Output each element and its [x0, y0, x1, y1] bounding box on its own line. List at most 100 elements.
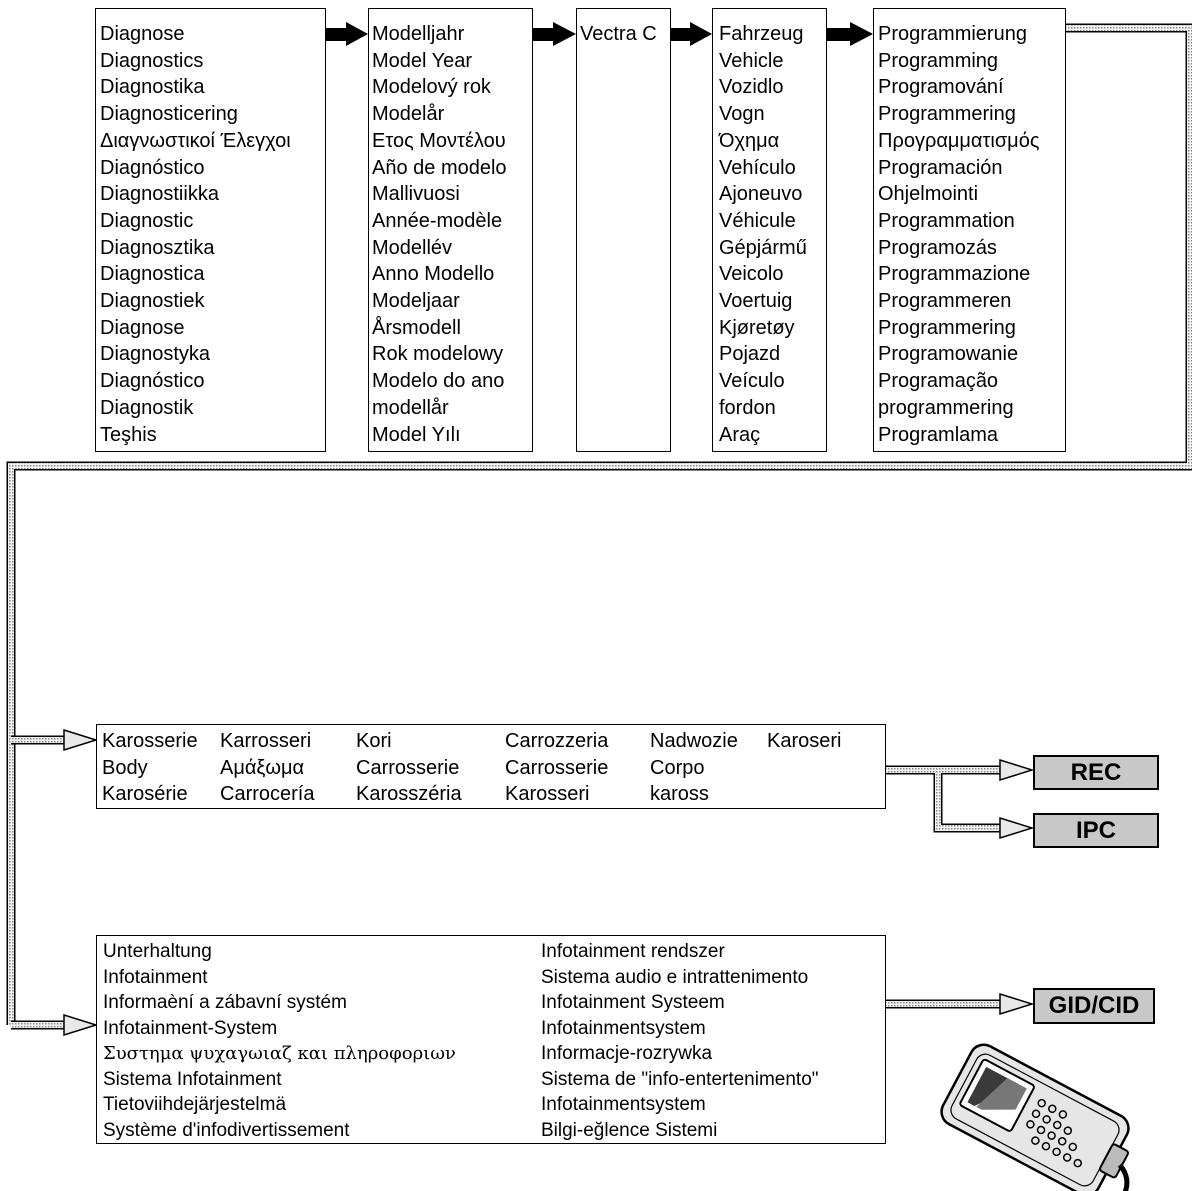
ipc-label: IPC: [1033, 813, 1159, 848]
list-item: Programmering: [878, 316, 1016, 339]
list-item: Infotainment: [103, 966, 208, 988]
list-item: Συστημα ψυχαγωιαζ και πληροφοριων: [103, 1043, 456, 1064]
list-item: Sistema Infotainment: [103, 1068, 282, 1090]
list-item: Programozás: [878, 236, 997, 259]
list-item: Informacje-rozrywka: [541, 1043, 713, 1064]
list-item: Informaèní a zábavní systém: [103, 992, 347, 1013]
list-item: Vogn: [719, 103, 765, 126]
list-item: Fahrzeug: [719, 23, 804, 45]
arrow-to-body: [63, 728, 99, 752]
list-item: Modellév: [372, 236, 453, 259]
list-item: Año de modelo: [372, 156, 507, 179]
list-item: Carrozzeria: [505, 730, 609, 752]
list-item: Karosseri: [505, 783, 590, 806]
list-item: Kori: [356, 730, 392, 752]
arrow-to-rec: [999, 758, 1035, 782]
list-item: Programmierung: [878, 23, 1027, 45]
list-item: Infotainment rendszer: [541, 941, 725, 962]
list-item: Gépjármű: [719, 236, 807, 259]
list-item: Infotainment Systeem: [541, 992, 725, 1013]
list-item: Ετος Μοντέλου: [372, 129, 506, 152]
diagnose-box: Diagnose Diagnostics Diagnostika Diagnos…: [95, 8, 326, 452]
list-item: Programmation: [878, 209, 1015, 232]
list-item: Vozidlo: [719, 76, 784, 99]
list-item: Model Year: [372, 49, 473, 72]
list-item: Diagnostiek: [100, 290, 205, 313]
list-item: Diagnostyka: [100, 343, 211, 366]
list-item: Programlama: [878, 423, 999, 446]
infotainment-left-col: Unterhaltung Infotainment Informaèní a z…: [103, 939, 456, 1143]
body-col: Karrosseri Αμάξωμα Carrocería: [220, 728, 314, 808]
list-item: Programování: [878, 76, 1004, 99]
list-item: kaross: [650, 783, 709, 806]
black-arrow-3: [670, 22, 712, 46]
list-item: Όχημα: [719, 129, 780, 152]
list-item: Diagnostiikka: [100, 183, 219, 206]
list-item: Programowanie: [878, 343, 1019, 366]
list-item: Modelljahr: [372, 23, 465, 45]
list-item: Sistema audio e intrattenimento: [541, 966, 809, 988]
list-item: Diagnostik: [100, 396, 194, 419]
programming-box: Programmierung Programming Programování …: [873, 8, 1066, 452]
list-item: Karrosseri: [220, 730, 312, 752]
model-year-box: Modelljahr Model Year Modelový rok Model…: [368, 8, 533, 452]
list-item: Sistema de "info-entertenimento": [541, 1068, 819, 1090]
list-item: Diagnose: [100, 23, 185, 45]
list-item: Diagnóstico: [100, 370, 205, 393]
list-item: Unterhaltung: [103, 941, 212, 962]
list-item: Programmering: [878, 103, 1016, 126]
arrow-to-gid: [999, 992, 1035, 1016]
list-item: Kjøretøy: [719, 316, 795, 339]
model-name: Vectra C: [580, 23, 657, 45]
list-item: Diagnostic: [100, 209, 194, 232]
body-box: Karosserie Body Karosérie Karrosseri Αμά…: [96, 724, 886, 809]
list-item: Programação: [878, 370, 999, 393]
arrow-to-ipc: [999, 816, 1035, 840]
model-year-list: Modelljahr Model Year Modelový rok Model…: [372, 21, 507, 448]
list-item: Body: [102, 756, 148, 779]
list-item: Mallivuosi: [372, 183, 460, 206]
body-col: Karoseri: [767, 728, 841, 755]
list-item: Carrocería: [220, 783, 315, 806]
list-item: Διαγνωστικοί Έλεγχοι: [100, 129, 291, 152]
list-item: Karosérie: [102, 783, 188, 806]
programming-list: Programmierung Programming Programování …: [878, 21, 1039, 448]
list-item: Karosserie: [102, 730, 198, 752]
arrow-to-infotainment: [63, 1013, 99, 1037]
diagnose-list: Diagnose Diagnostics Diagnostika Diagnos…: [100, 21, 291, 448]
list-item: Programming: [878, 49, 999, 72]
list-item: Infotainment-System: [103, 1017, 278, 1039]
list-item: Programación: [878, 156, 1003, 179]
list-item: Programmeren: [878, 290, 1012, 313]
list-item: Rok modelowy: [372, 343, 504, 366]
list-item: Araç: [719, 423, 761, 446]
black-arrow-4: [827, 22, 873, 46]
list-item: modellår: [372, 396, 449, 419]
list-item: Carrosserie: [356, 756, 460, 779]
list-item: Anno Modello: [372, 263, 495, 286]
list-item: Carrosserie: [505, 756, 609, 779]
list-item: Programmazione: [878, 263, 1031, 286]
list-item: Αμάξωμα: [220, 756, 305, 779]
list-item: Diagnostics: [100, 49, 204, 72]
list-item: programmering: [878, 396, 1014, 419]
body-col: Karosserie Body Karosérie: [102, 728, 198, 808]
list-item: fordon: [719, 396, 776, 419]
list-item: Modeljaar: [372, 290, 460, 313]
list-item: Diagnose: [100, 316, 185, 339]
list-item: Veicolo: [719, 263, 784, 286]
list-item: Système d'infodivertissement: [103, 1119, 350, 1141]
list-item: Karoseri: [767, 730, 842, 752]
list-item: Ohjelmointi: [878, 183, 979, 206]
infotainment-right-col: Infotainment rendszer Sistema audio e in…: [541, 939, 819, 1143]
list-item: Diagnosztika: [100, 236, 215, 259]
list-item: Προγραμματισμός: [878, 129, 1040, 152]
list-item: Tietoviihdejärjestelmä: [103, 1094, 287, 1115]
body-col: Kori Carrosserie Karosszéria: [356, 728, 462, 808]
list-item: Voertuig: [719, 290, 793, 313]
list-item: Pojazd: [719, 343, 781, 366]
black-arrow-1: [326, 22, 368, 46]
list-item: Modelo do ano: [372, 370, 505, 393]
list-item: Bilgi-eğlence Sistemi: [541, 1119, 718, 1141]
